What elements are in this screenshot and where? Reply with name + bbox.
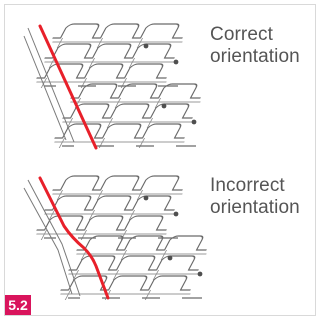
guide-line-incorrect (38, 176, 110, 300)
caption-correct-line1: Correct (210, 24, 273, 45)
figure-number-badge: 5.2 (5, 295, 31, 315)
tray-block-correct-bottom (49, 84, 210, 148)
tray-support-lines-correct (23, 27, 75, 143)
caption-incorrect-line1: Incorrect (210, 175, 285, 196)
caption-incorrect-line2: orientation (210, 197, 300, 218)
caption-correct-line2: orientation (210, 46, 300, 67)
tray-support-lines-incorrect (23, 179, 81, 297)
guide-line-correct (38, 24, 98, 150)
caption-incorrect-orientation: Incorrect orientation (210, 175, 300, 219)
caption-correct-orientation: Correct orientation (210, 24, 300, 68)
